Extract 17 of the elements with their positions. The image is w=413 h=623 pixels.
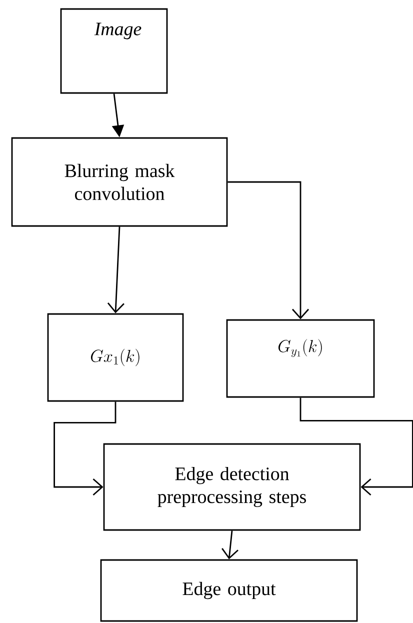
process-box [100, 559, 358, 622]
process-box [47, 313, 184, 402]
box-label: Image [94, 22, 142, 40]
box-label: Edge output [182, 582, 276, 600]
box-label: $Gx_1(k)$ [90, 348, 140, 366]
process-box [60, 8, 168, 94]
box-label: Edge detection preprocessing steps [158, 466, 306, 508]
process-box [226, 319, 375, 398]
arrow [222, 530, 238, 560]
arrow [300, 398, 413, 496]
arrow [228, 181, 310, 320]
box-label: $G_{y_1}(k)$ [278, 339, 322, 358]
process-box [11, 137, 228, 227]
arrow [107, 226, 124, 314]
process-box [103, 443, 361, 531]
arrow [54, 402, 116, 496]
box-label: Blurring mask convolution [64, 164, 175, 200]
